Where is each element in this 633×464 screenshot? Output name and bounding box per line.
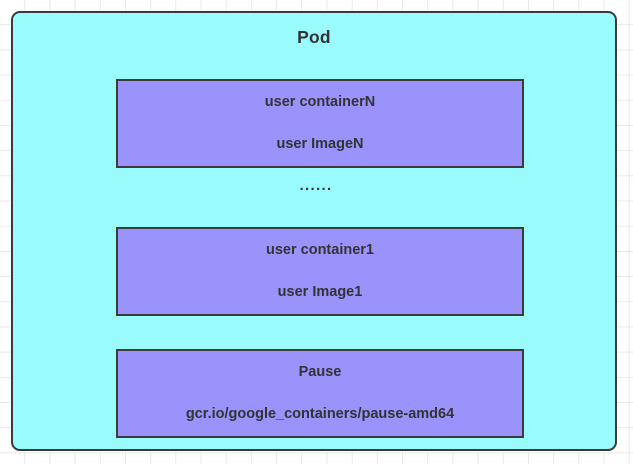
user-container-1-name: user container1 (266, 241, 374, 258)
user-container-n-name: user containerN (264, 93, 376, 110)
pause-container-image: gcr.io/google_containers/pause-amd64 (185, 406, 455, 422)
user-container-n-image: user ImageN (276, 136, 364, 152)
pause-container-name: Pause (298, 363, 342, 380)
pod-title: Pod (297, 27, 331, 47)
ellipsis-separator: ······ (299, 181, 333, 198)
user-container-1-image: user Image1 (277, 284, 363, 300)
pod-container-box: Pod user containerN user ImageN ······ u… (11, 11, 617, 451)
user-container-n-box: user containerN user ImageN (116, 79, 524, 168)
pause-container-box: Pause gcr.io/google_containers/pause-amd… (116, 349, 524, 438)
user-container-1-box: user container1 user Image1 (116, 227, 524, 316)
